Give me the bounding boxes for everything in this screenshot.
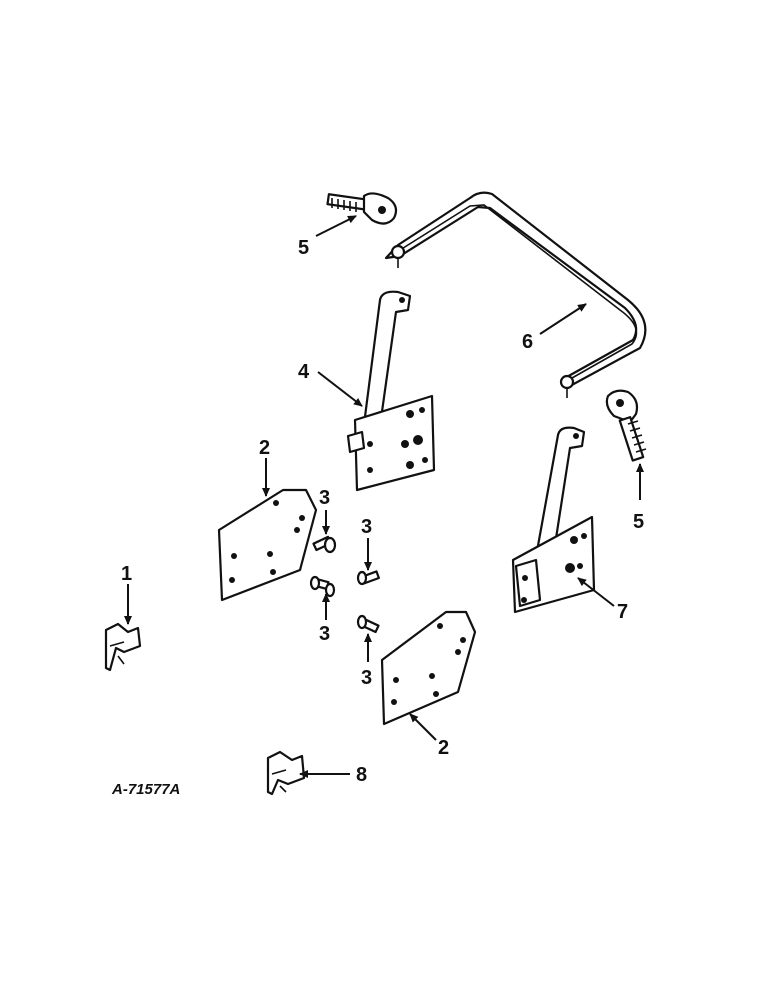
leader-5a — [315, 215, 357, 237]
bolt-part-3-c — [356, 570, 380, 586]
clip-part-8 — [266, 750, 306, 796]
callout-5a: 5 — [298, 237, 309, 259]
callout-3d: 3 — [361, 667, 372, 689]
callout-2a: 2 — [259, 437, 270, 459]
leader-6 — [539, 303, 587, 335]
eye-bolt-part-5-top — [326, 192, 398, 225]
bolt-part-3-b — [309, 575, 336, 598]
guard-bar-part-6 — [384, 191, 647, 398]
callout-3b: 3 — [319, 623, 330, 645]
eye-bolt-part-5-right — [605, 389, 647, 462]
figure-reference: A-71577A — [111, 781, 180, 798]
callout-5b: 5 — [633, 511, 644, 533]
leader-7 — [577, 577, 615, 607]
bolt-part-3-a — [312, 535, 337, 554]
callout-4: 4 — [298, 361, 310, 383]
leader-4 — [317, 371, 363, 407]
leader-2b — [409, 713, 437, 741]
callout-6: 6 — [522, 331, 533, 353]
bracket-part-7 — [511, 426, 596, 614]
plate-part-2-lower — [380, 610, 477, 726]
callout-3a: 3 — [319, 487, 330, 509]
callout-1: 1 — [121, 563, 132, 585]
callout-7: 7 — [617, 601, 628, 623]
callout-labels: 1 2 2 3 3 3 3 4 5 5 6 7 8 — [121, 237, 644, 786]
plate-part-2-upper — [217, 488, 318, 602]
callout-2b: 2 — [438, 737, 449, 759]
leader-lines — [124, 215, 644, 778]
clip-part-1 — [104, 622, 142, 672]
bracket-part-4 — [346, 290, 436, 492]
bolt-part-3-d — [356, 614, 380, 634]
callout-8: 8 — [356, 764, 367, 786]
callout-3c: 3 — [361, 516, 372, 538]
